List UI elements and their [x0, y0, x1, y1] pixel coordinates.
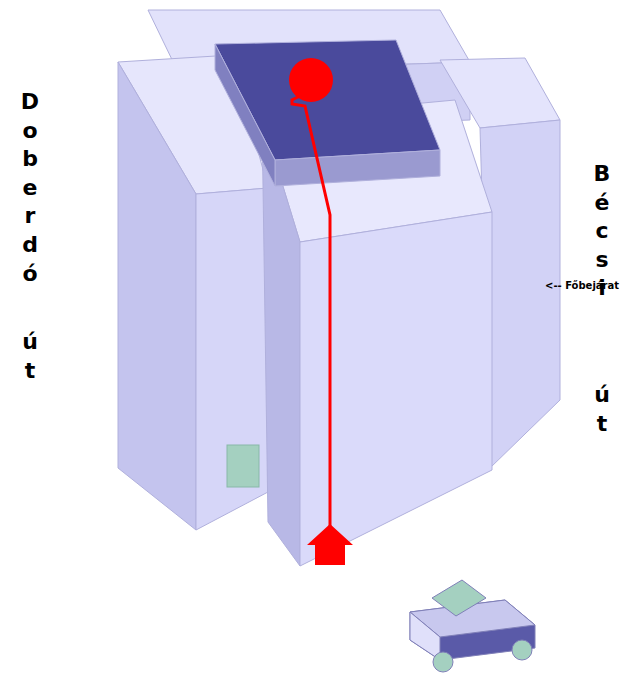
entrance-arrow: [307, 524, 353, 565]
left-wing-side: [118, 62, 196, 530]
letter: s: [591, 246, 613, 275]
letter: d: [19, 231, 41, 260]
letter: D: [19, 88, 41, 117]
letter: r: [19, 202, 41, 231]
letter: [591, 303, 613, 381]
rooftop-side: [215, 44, 275, 186]
letter: t: [19, 357, 41, 386]
route-line: [292, 96, 330, 540]
left-wing-front: [196, 188, 268, 530]
letter: ú: [19, 328, 41, 357]
rooftop-edge: [275, 150, 440, 186]
letter: c: [591, 217, 613, 246]
entrance-note: <-- Főbejárat: [545, 280, 619, 291]
rooftop: [215, 40, 440, 160]
destination-dot: [289, 58, 333, 102]
letter: ó: [19, 260, 41, 289]
street-name: Doberdó út: [19, 88, 41, 385]
side-door: [227, 445, 259, 487]
letter: b: [19, 145, 41, 174]
car: [410, 580, 535, 672]
letter: ú: [591, 381, 613, 410]
letter: B: [591, 160, 613, 189]
letter: o: [19, 117, 41, 146]
letter: [19, 288, 41, 328]
letter: é: [591, 189, 613, 218]
letter: e: [19, 174, 41, 203]
letter: t: [591, 410, 613, 439]
street-name: Bécsiút: [591, 160, 613, 438]
